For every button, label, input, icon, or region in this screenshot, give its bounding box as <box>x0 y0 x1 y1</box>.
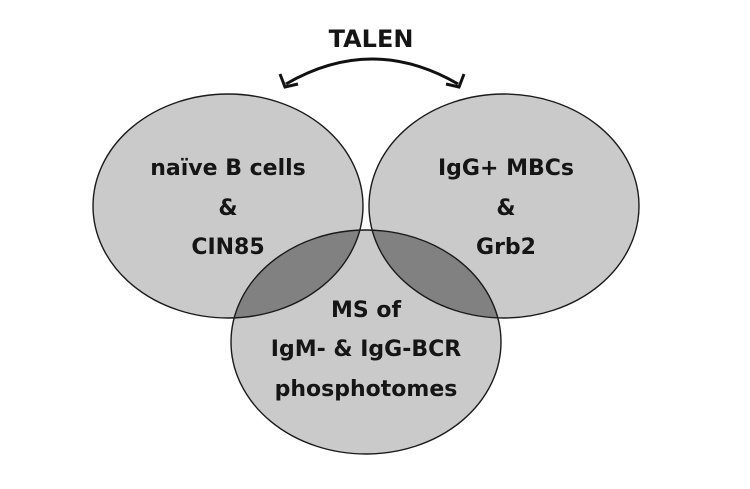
bidirectional-arrow <box>278 57 466 89</box>
arrow-arc <box>285 57 459 86</box>
label-left-line-1: naïve B cells <box>150 156 306 181</box>
label-left-line-3: CIN85 <box>191 235 264 260</box>
label-right-line-1: IgG+ MBCs <box>438 156 574 181</box>
diagram-title: TALEN <box>329 25 414 53</box>
arrowhead-left-icon <box>278 73 299 89</box>
circle-left-outline <box>92 93 364 319</box>
overlap-right-bottom <box>369 230 501 318</box>
label-bottom-line-3: phosphotomes <box>275 377 458 402</box>
label-bottom-line-1: MS of <box>331 298 402 323</box>
label-left: naïve B cells & CIN85 <box>150 156 306 260</box>
label-right-line-3: Grb2 <box>476 235 536 260</box>
label-right-line-2: & <box>496 196 515 221</box>
label-bottom: MS of IgM- & IgG-BCR phosphotomes <box>271 298 461 402</box>
label-left-line-2: & <box>218 196 237 221</box>
label-right: IgG+ MBCs & Grb2 <box>438 156 574 260</box>
arrowhead-right-icon <box>445 73 466 89</box>
overlap-left-bottom <box>231 230 363 318</box>
label-bottom-line-2: IgM- & IgG-BCR <box>271 337 461 362</box>
circle-right-outline <box>368 93 640 319</box>
circle-bottom-outline <box>230 229 502 455</box>
